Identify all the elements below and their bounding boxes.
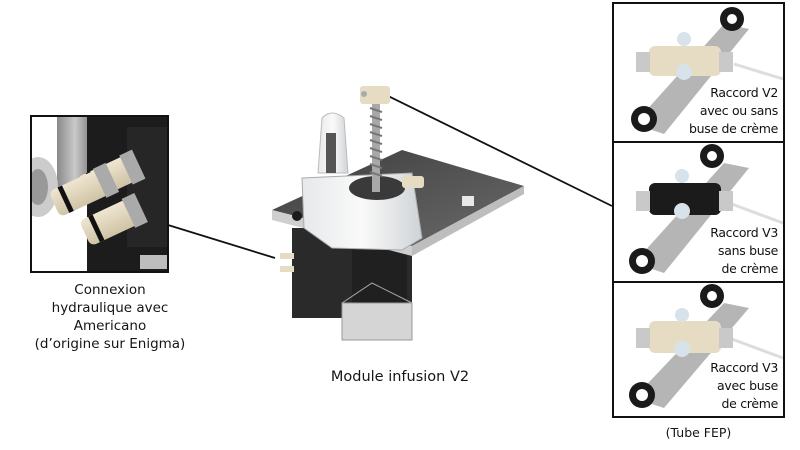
label-line: Raccord V3 (710, 360, 778, 375)
variant-label: Raccord V3 avec buse de crème (710, 359, 778, 413)
label-line: sans buse (718, 243, 778, 258)
hydraulic-connectors-image (32, 117, 167, 271)
infusion-module (262, 78, 530, 350)
variant-raccord-v2: Raccord V2 avec ou sans buse de crème (614, 4, 783, 143)
variant-label: Raccord V3 sans buse de crème (710, 224, 778, 278)
caption-line: Americano (73, 318, 147, 334)
raccord-v3-sans-buse-image (629, 144, 783, 274)
caption-line: Connexion (74, 282, 146, 298)
leader-line-left (167, 224, 276, 259)
label-line: buse de crème (688, 121, 778, 136)
label-line: de crème (721, 261, 779, 276)
variant-label: Raccord V2 avec ou sans buse de crème (689, 84, 778, 138)
infusion-module-image (272, 86, 524, 341)
raccord-v2-image (631, 7, 783, 134)
caption-line: (d’origine sur Enigma) (34, 336, 186, 352)
label-line: de crème (721, 396, 779, 411)
variant-raccord-v3-sans-buse: Raccord V3 sans buse de crème (614, 143, 783, 283)
label-line: Raccord V2 (710, 85, 778, 100)
raccord-v3-avec-buse-image (629, 284, 783, 408)
tube-fep-caption: (Tube FEP) (665, 425, 732, 440)
hydraulic-connection-caption: Connexion hydraulique avec Americano (d’… (10, 281, 210, 353)
variant-raccord-v3-avec-buse: Raccord V3 avec buse de crème (614, 283, 783, 416)
label-line: Raccord V3 (710, 225, 778, 240)
hydraulic-connection-inset (30, 115, 169, 273)
infusion-module-caption: Module infusion V2 (330, 369, 470, 385)
caption-line: hydraulique avec (51, 300, 169, 316)
label-line: avec ou sans (699, 103, 778, 118)
label-line: avec buse (717, 378, 778, 393)
fitting-variants-panel: Raccord V2 avec ou sans buse de crème Ra… (612, 2, 785, 418)
